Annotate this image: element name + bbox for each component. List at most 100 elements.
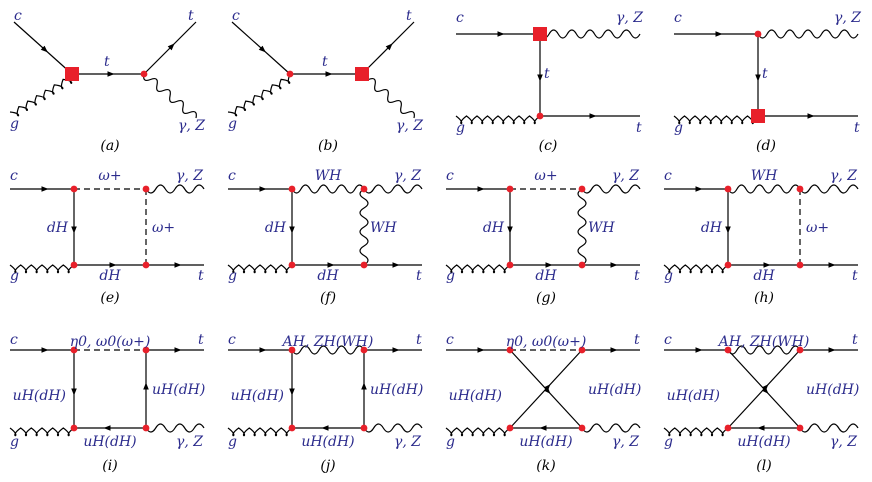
particle-label: uH(dH) — [519, 434, 572, 450]
particle-label: g — [664, 268, 673, 284]
particle-label: g — [228, 116, 237, 132]
gauge-boson-line — [145, 423, 205, 433]
particle-label: dH — [535, 268, 557, 284]
diagram-caption: (c) — [539, 138, 558, 154]
vertex-dot — [724, 346, 732, 354]
particle-label: ω+ — [534, 168, 557, 184]
gauge-boson-line — [363, 184, 423, 194]
particle-label: g — [664, 434, 673, 450]
diagram-caption: (h) — [754, 290, 774, 306]
heavy-boson-line — [359, 188, 369, 266]
particle-label: γ, Z — [176, 168, 203, 184]
particle-label: uH(dH) — [152, 382, 205, 398]
particle-label: η0, ω0(ω+) — [506, 334, 587, 350]
particle-label: t — [852, 268, 858, 284]
vertex-dot — [754, 30, 762, 38]
particle-label: g — [456, 120, 465, 136]
gauge-boson-line — [143, 73, 197, 119]
particle-label: t — [854, 120, 860, 136]
particle-label: c — [10, 332, 18, 348]
particle-label: γ, Z — [394, 168, 421, 184]
vertex-dot — [360, 346, 368, 354]
particle-label: uH(dH) — [83, 434, 136, 450]
diagram-caption: (j) — [320, 458, 335, 474]
particle-label: uH(dH) — [301, 434, 354, 450]
particle-label: uH(dH) — [667, 388, 720, 404]
particle-label: uH(dH) — [13, 388, 66, 404]
diagram-caption: (k) — [536, 458, 555, 474]
vertex-dot — [70, 185, 78, 193]
particle-label: uH(dH) — [806, 382, 859, 398]
vertex-dot — [288, 424, 296, 432]
particle-label: t — [544, 66, 550, 82]
vertex-dot — [796, 424, 804, 432]
particle-label: t — [198, 268, 204, 284]
gluon-g-line — [673, 115, 759, 125]
particle-label: ω+ — [152, 220, 175, 236]
vertex-dot — [70, 346, 78, 354]
particle-label: η0, ω0(ω+) — [70, 334, 151, 350]
gauge-boson-line — [145, 184, 205, 194]
effective-vertex — [533, 27, 547, 41]
particle-label: g — [228, 434, 237, 450]
vertex-dot — [578, 346, 586, 354]
particle-label: g — [10, 268, 19, 284]
particle-label: t — [416, 332, 422, 348]
vertex-dot — [70, 261, 78, 269]
gluon-g-line — [663, 427, 729, 437]
particle-label: γ, Z — [178, 118, 205, 134]
particle-label: c — [456, 10, 464, 26]
vertex-dot — [578, 185, 586, 193]
diagram-caption: (l) — [756, 458, 771, 474]
particle-label: WH — [751, 168, 778, 184]
particle-label: t — [634, 268, 640, 284]
vertex-dot — [724, 185, 732, 193]
particle-label: γ, Z — [612, 168, 639, 184]
vertex-dot — [286, 70, 294, 78]
particle-label: dH — [99, 268, 121, 284]
vertex-dot — [724, 424, 732, 432]
particle-label: γ, Z — [834, 10, 861, 26]
gauge-boson-line — [799, 423, 859, 433]
vertex-dot — [140, 70, 148, 78]
gluon-g-line — [663, 264, 729, 274]
vertex-dot — [724, 261, 732, 269]
particle-label: γ, Z — [396, 118, 423, 134]
vertex-dot — [578, 261, 586, 269]
quark-c-line — [231, 21, 291, 75]
particle-label: γ, Z — [176, 434, 203, 450]
particle-label: γ, Z — [394, 434, 421, 450]
particle-label: c — [228, 168, 236, 184]
particle-label: γ, Z — [830, 434, 857, 450]
vertex-dot — [506, 424, 514, 432]
particle-label: γ, Z — [612, 434, 639, 450]
particle-label: AH, ZH(WH) — [281, 334, 374, 350]
particle-label: dH — [265, 220, 287, 236]
particle-label: g — [446, 268, 455, 284]
particle-label: c — [228, 332, 236, 348]
particle-label: c — [14, 8, 22, 24]
gluon-g-line — [445, 264, 511, 274]
particle-label: t — [636, 120, 642, 136]
particle-label: uH(dH) — [737, 434, 790, 450]
particle-label: c — [674, 10, 682, 26]
vertex-dot — [796, 346, 804, 354]
vertex-dot — [142, 185, 150, 193]
vertex-dot — [360, 261, 368, 269]
gluon-g-line — [455, 115, 541, 125]
gauge-boson-line — [799, 184, 859, 194]
particle-label: t — [104, 54, 110, 70]
effective-vertex — [751, 109, 765, 123]
particle-label: t — [634, 332, 640, 348]
heavy-boson-line — [291, 184, 365, 194]
gauge-boson-line — [581, 423, 641, 433]
particle-label: t — [852, 332, 858, 348]
vertex-dot — [360, 185, 368, 193]
vertex-dot — [506, 185, 514, 193]
particle-label: dH — [753, 268, 775, 284]
vertex-dot — [506, 346, 514, 354]
particle-label: WH — [315, 168, 342, 184]
particle-label: c — [664, 332, 672, 348]
heavy-boson-line — [577, 188, 587, 266]
